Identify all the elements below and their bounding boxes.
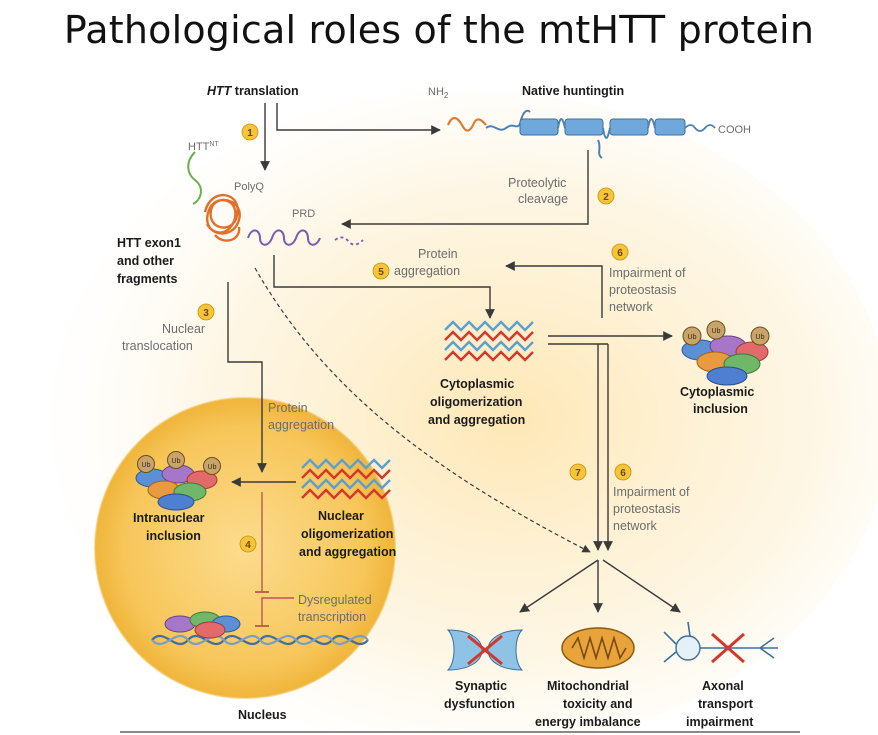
nh2-label: NH2 [428, 86, 449, 100]
axonal-2: transport [698, 697, 754, 711]
arrow-to-synaptic [519, 559, 599, 613]
dysregulated-2: transcription [298, 610, 366, 624]
polyq-label: PolyQ [234, 181, 264, 193]
ub-icon [137, 455, 155, 473]
impairment-top-2: proteostasis [609, 283, 676, 297]
intranuclear-2: inclusion [146, 529, 201, 543]
svg-text:6: 6 [617, 248, 623, 259]
svg-text:7: 7 [575, 468, 581, 479]
impairment-mid-1: Impairment of [613, 485, 690, 499]
synaptic-2: dysfunction [444, 697, 515, 711]
svg-text:Ub: Ub [756, 334, 765, 341]
step-badge-6-mid [614, 463, 632, 481]
dna-icon [151, 611, 369, 646]
axonal-3: impairment [686, 715, 754, 729]
step-badge-5 [372, 262, 390, 280]
ub-icon [706, 320, 726, 340]
svg-text:3: 3 [203, 308, 209, 319]
exon-label-3: fragments [117, 272, 177, 286]
cytoplasmic-inclusion-icon: Ub Ub Ub [681, 320, 770, 386]
prd-label: PRD [292, 208, 315, 220]
mitochondrion-icon [561, 627, 635, 669]
page-title: Pathological roles of the mtHTT protein [63, 8, 815, 52]
arrow-translation-right [276, 103, 441, 135]
mito-1: Mitochondrial [547, 679, 629, 693]
impairment-mid-2: proteostasis [613, 502, 680, 516]
nuclear-translocation-2: translocation [122, 339, 193, 353]
synaptic-icon [446, 629, 524, 671]
ub-icon [203, 457, 221, 475]
axon-icon [663, 621, 778, 664]
mito-2: toxicity and [563, 697, 632, 711]
cyto-inclusion-2: inclusion [693, 402, 748, 416]
nucleus-label: Nucleus [238, 708, 287, 722]
cyto-oligo-1: Cytoplasmic [440, 377, 514, 391]
native-huntingtin-label: Native huntingtin [522, 84, 624, 98]
arrow-to-cytoplasmic-aggregation [273, 255, 495, 319]
synaptic-1: Synaptic [455, 679, 507, 693]
arrow-nuclear-translocation [227, 282, 267, 473]
step-badge-1 [241, 123, 259, 141]
ub-icon [750, 326, 770, 346]
step-badge-7 [569, 463, 587, 481]
step-badge-4 [239, 535, 257, 553]
intranuclear-inclusion-icon: Ub Ub Ub [135, 451, 221, 511]
step-badge-6-top [611, 243, 629, 261]
exon-label-2: and other [117, 254, 174, 268]
svg-text:5: 5 [378, 267, 384, 278]
native-huntingtin-protein [446, 109, 716, 159]
cytoplasmic-aggregate-icon [444, 320, 534, 362]
svg-text:Ub: Ub [712, 328, 721, 335]
nuclear-oligo-1: Nuclear [318, 509, 364, 523]
cyto-oligo-2: oligomerization [430, 395, 522, 409]
arrow-impairment-top [505, 261, 603, 318]
arrow-to-axonal [602, 559, 681, 613]
svg-text:Ub: Ub [208, 464, 217, 471]
svg-text:Ub: Ub [172, 458, 181, 465]
axonal-1: Axonal [702, 679, 744, 693]
svg-text:Ub: Ub [142, 462, 151, 469]
htt-nt-label: HTTNT [188, 141, 219, 153]
svg-text:6: 6 [620, 468, 626, 479]
svg-text:2: 2 [603, 192, 609, 203]
nuclear-oligo-3: and aggregation [299, 545, 396, 559]
mito-3: energy imbalance [535, 715, 641, 729]
cooh-label: COOH [718, 124, 751, 136]
dysregulated-1: Dysregulated [298, 593, 372, 607]
cyto-inclusion-1: Cytoplasmic [680, 385, 754, 399]
cleavage-label: cleavage [518, 192, 568, 206]
protein-aggregation-top-1: Protein [418, 247, 458, 261]
impairment-top-3: network [609, 300, 654, 314]
protein-aggregation-top-2: aggregation [394, 264, 460, 278]
svg-text:1: 1 [247, 128, 253, 139]
step-badge-2 [597, 187, 615, 205]
nuclear-translocation-1: Nuclear [162, 322, 205, 336]
intranuclear-1: Intranuclear [133, 511, 205, 525]
impairment-top-1: Impairment of [609, 266, 686, 280]
ub-icon [167, 451, 185, 469]
step-badge-3 [197, 303, 215, 321]
impairment-mid-3: network [613, 519, 658, 533]
exon-label-1: HTT exon1 [117, 236, 181, 250]
svg-text:4: 4 [245, 540, 251, 551]
svg-text:Ub: Ub [688, 334, 697, 341]
htt-fragment-protein [187, 151, 364, 246]
arrow-cleavage [341, 150, 589, 229]
htt-translation-label: HTT translation [207, 84, 299, 98]
nuclear-oligo-2: oligomerization [301, 527, 393, 541]
proteolytic-label: Proteolytic [508, 176, 566, 190]
nuclear-protein-agg-1: Protein [268, 401, 308, 415]
nuclear-protein-agg-2: aggregation [268, 418, 334, 432]
cyto-oligo-3: and aggregation [428, 413, 525, 427]
dashed-arrow-to-downstream [254, 267, 591, 553]
nuclear-aggregate-icon [301, 458, 391, 500]
ub-icon [682, 326, 702, 346]
